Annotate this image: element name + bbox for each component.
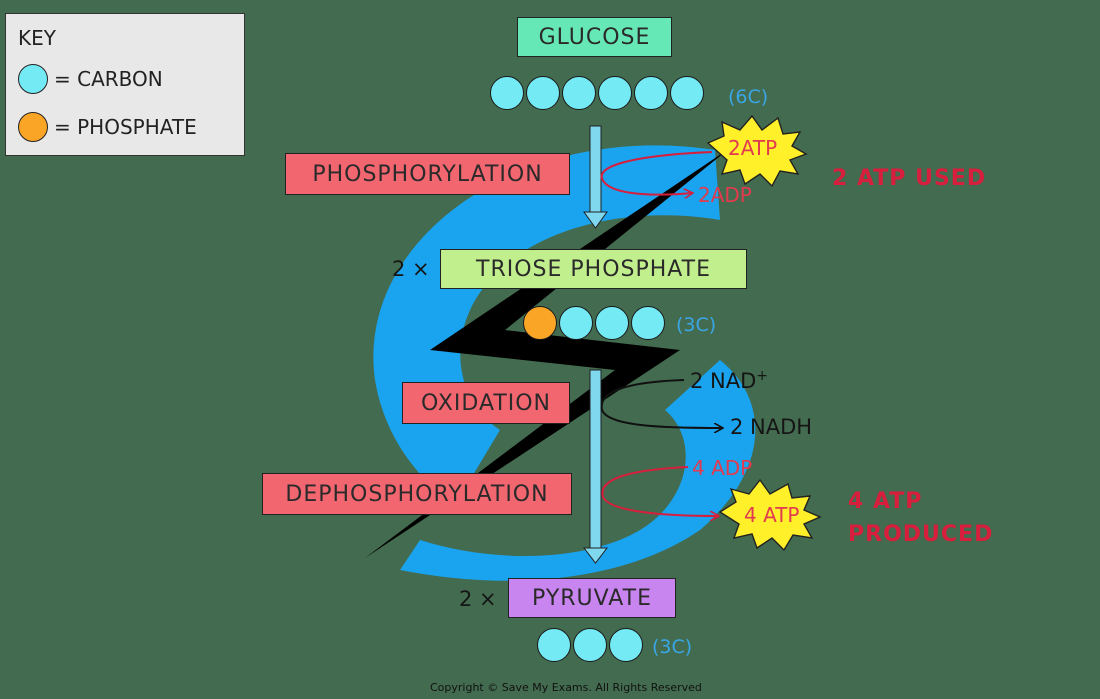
phosphorylation-box: PHOSPHORYLATION [285,153,570,195]
pyruvate-multiplier: 2 × [459,587,497,611]
logo-ring-lower [400,360,756,581]
key-row-phosphate: = PHOSPHATE [18,112,197,142]
carbon-atom [537,628,571,662]
glucose-carbons [490,76,704,110]
key-carbon-label: = CARBON [54,67,163,91]
oxidation-label: OXIDATION [420,390,552,416]
nad-text: 2 NAD [690,369,757,393]
glucose-box: GLUCOSE [517,17,672,57]
key-panel: KEY = CARBON = PHOSPHATE [5,13,245,156]
key-row-carbon: = CARBON [18,64,163,94]
pyruvate-carbons [537,628,643,662]
phosphorylation-label: PHOSPHORYLATION [312,161,543,187]
dephosphorylation-box: DEPHOSPHORYLATION [262,473,572,515]
carbon-atom [670,76,704,110]
pyruvate-box: PYRUVATE [508,578,676,618]
atp-in-label: 2ATP [728,136,778,160]
adp-to-atp-arrow [601,466,718,516]
carbon-atom [562,76,596,110]
dephosphorylation-label: DEPHOSPHORYLATION [285,481,549,507]
carbon-atom [490,76,524,110]
atp-used-note: 2 ATP USED [832,166,987,191]
main-arrow-lower [582,369,609,564]
atp-to-adp-arrow [600,151,713,195]
atp-burst-produced [718,478,822,552]
atp-out-label: 4 ATP [744,503,800,527]
glucose-label: GLUCOSE [538,24,651,50]
phosphate-dot-icon [18,112,48,142]
triose-atoms [523,306,665,340]
triose-carbon-count: (3C) [676,314,717,336]
carbon-dot-icon [18,64,48,94]
carbon-atom [526,76,560,110]
triose-multiplier: 2 × [392,257,430,281]
pyruvate-label: PYRUVATE [532,585,652,611]
carbon-atom [573,628,607,662]
oxidation-box: OXIDATION [402,382,570,424]
carbon-atom [631,306,665,340]
key-phosphate-label: = PHOSPHATE [54,115,197,139]
atp-produced-note-line2: PRODUCED [848,522,994,547]
atp-produced-note-line1: 4 ATP [848,489,923,514]
atp-burst-used [706,114,808,188]
nad-label: 2 NAD+ [690,368,768,393]
phosphate-atom [523,306,557,340]
carbon-atom [598,76,632,110]
glucose-carbon-count: (6C) [728,86,769,108]
main-arrow-upper [583,125,608,229]
lightning-bolt [365,148,730,558]
adp-in-label: 4 ADP [692,456,753,480]
nad-superscript: + [756,368,769,384]
carbon-atom [634,76,668,110]
key-title: KEY [18,26,56,50]
triose-phosphate-label: TRIOSE PHOSPHATE [476,256,711,282]
nad-to-nadh-arrow [600,379,722,428]
triose-phosphate-box: TRIOSE PHOSPHATE [440,249,747,289]
pyruvate-carbon-count: (3C) [652,636,693,658]
adp-out-label: 2ADP [698,183,752,207]
copyright-footer: Copyright © Save My Exams. All Rights Re… [430,681,702,694]
carbon-atom [609,628,643,662]
carbon-atom [559,306,593,340]
carbon-atom [595,306,629,340]
nadh-label: 2 NADH [730,415,813,439]
